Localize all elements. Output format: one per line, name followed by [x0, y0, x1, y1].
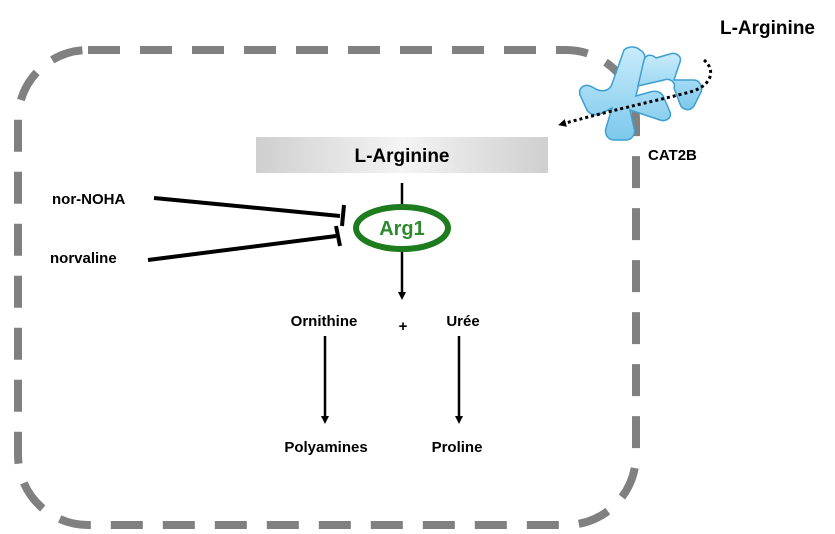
plus-sign: +: [399, 318, 408, 335]
norvaline-label: norvaline: [50, 250, 117, 267]
nor-noha-inhibition-bar: [340, 204, 346, 227]
arg1-label: Arg1: [379, 218, 425, 240]
intracellular-l-arginine-label: L-Arginine: [355, 146, 450, 167]
proline-label: Proline: [432, 439, 483, 456]
cat2b-transporter-icon: [578, 46, 703, 141]
cell-membrane: [14, 46, 640, 529]
extracellular-l-arginine-label: L-Arginine: [720, 18, 815, 39]
arg1-enzyme-ring: [353, 204, 451, 252]
nor-noha-label: nor-NOHA: [52, 191, 125, 208]
norvaline-inhibition-bar: [334, 225, 342, 247]
l-arginine-bar: [256, 137, 548, 173]
norvaline-inhibition-line: [147, 234, 337, 262]
polyamines-label: Polyamines: [284, 439, 367, 456]
uree-label: Urée: [446, 313, 479, 330]
import-arrow: [558, 58, 713, 127]
ornithine-label: Ornithine: [291, 313, 358, 330]
cat2b-label: CAT2B: [648, 147, 697, 164]
nor-noha-inhibition-line: [153, 196, 341, 218]
